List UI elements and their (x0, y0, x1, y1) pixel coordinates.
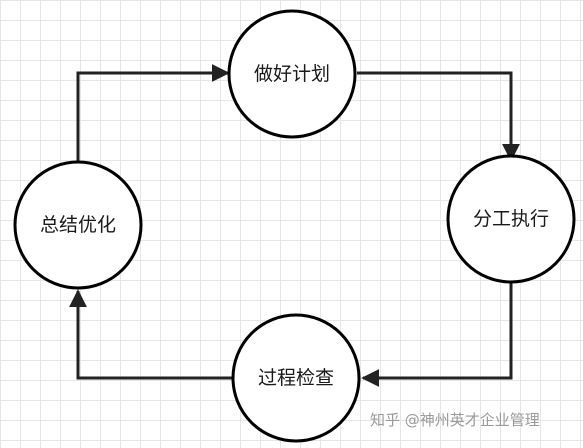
edge-check-to-summarize (69, 289, 232, 380)
node-summarize-circle[interactable] (13, 160, 143, 290)
edge-plan-to-execute (357, 71, 520, 162)
edge-execute-to-check (361, 280, 513, 387)
node-summarize-label: 总结优化 (39, 214, 116, 236)
node-check-circle[interactable] (231, 313, 361, 443)
edge-summarize-to-plan (76, 64, 230, 162)
watermark-text: 知乎 @神州英才企业管理 (370, 411, 540, 429)
node-check-label: 过程检查 (257, 367, 334, 389)
node-execute-label: 分工执行 (472, 208, 549, 230)
node-execute-circle[interactable] (446, 154, 576, 284)
node-plan-circle[interactable] (227, 9, 357, 139)
node-plan-label: 做好计划 (253, 63, 330, 85)
